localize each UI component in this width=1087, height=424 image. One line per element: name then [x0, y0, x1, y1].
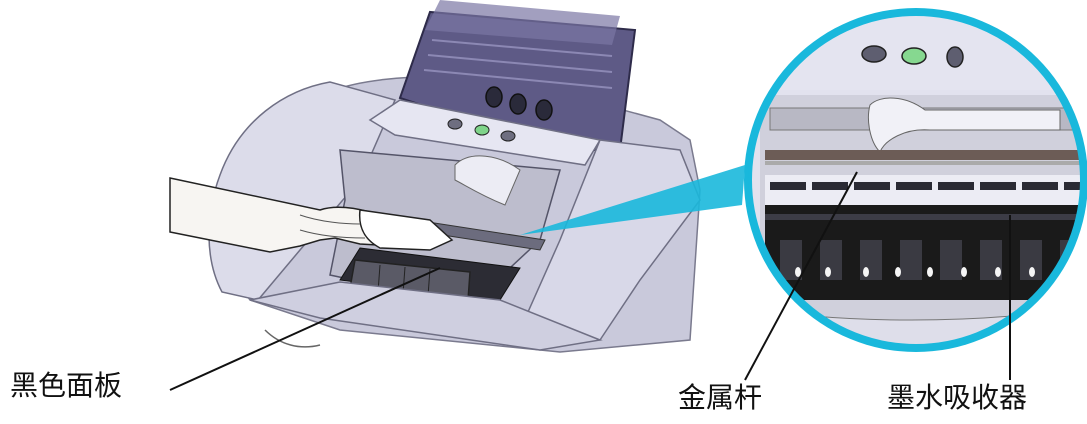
ink-absorber-label: 墨水吸收器: [887, 384, 1027, 412]
black-panel-label: 黑色面板: [10, 372, 122, 400]
printer-illustration: [209, 0, 700, 352]
metal-rod-label: 金属杆: [678, 384, 762, 412]
magnified-detail-circle: [740, 8, 1087, 380]
